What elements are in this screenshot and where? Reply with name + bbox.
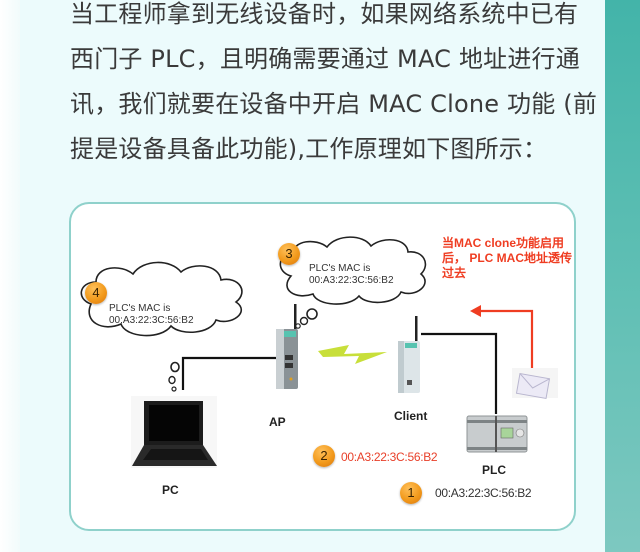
diagram-card: PLC's MAC is 00:A3:22:3C:56:B2 PLC's MAC… (69, 202, 576, 531)
step-3-line-2: 00:A3:22:3C:56:B2 (309, 275, 394, 286)
arrow-icon (470, 305, 534, 369)
left-margin (0, 0, 20, 552)
thought-bubble-icon (80, 261, 243, 392)
mac-clone-diagram (80, 236, 558, 468)
step-2-mac: 00:A3:22:3C:56:B2 (341, 450, 438, 464)
step-2-badge: 2 (313, 445, 335, 467)
paragraph-line: 讯，我们就要在设备中开启 MAC Clone 功能 (前 (70, 90, 598, 118)
paragraph-line: 西门子 PLC，且明确需要通过 MAC 地址进行通 (70, 45, 580, 73)
step-4-text: PLC's MAC is 00:A3:22:3C:56:B2 (109, 303, 194, 327)
intro-paragraph: 当工程师拿到无线设备时，如果网络系统中已有 西门子 PLC，且明确需要通过 MA… (70, 0, 598, 172)
step-4-line-1: PLC's MAC is (109, 303, 171, 314)
step-3-line-1: PLC's MAC is (309, 263, 371, 274)
cable-client-plc (421, 332, 498, 414)
client-label: Client (394, 409, 428, 423)
thought-bubble-icon (279, 236, 427, 329)
ap-label: AP (269, 415, 286, 429)
step-1-badge: 1 (400, 482, 422, 504)
plc-icon (466, 415, 528, 453)
paragraph-line: 当工程师拿到无线设备时，如果网络系统中已有 (70, 0, 579, 28)
step-4-line-2: 00:A3:22:3C:56:B2 (109, 315, 194, 326)
step-1-mac: 00:A3:22:3C:56:B2 (435, 486, 532, 500)
access-point-icon (276, 304, 298, 389)
lightning-icon (318, 345, 387, 364)
paragraph-line: 提是设备具备此功能),工作原理如下图所示： (70, 135, 548, 163)
cable-pc-ap (181, 356, 276, 390)
mac-clone-note: 当MAC clone功能启用后， PLC MAC地址透传过去 (442, 236, 572, 280)
client-device-icon (398, 316, 420, 393)
step-4-badge: 4 (85, 282, 107, 304)
laptop-icon (131, 396, 217, 468)
plc-label: PLC (482, 463, 506, 477)
step-3-text: PLC's MAC is 00:A3:22:3C:56:B2 (309, 263, 394, 287)
right-accent-strip (605, 0, 640, 552)
envelope-icon (512, 368, 558, 400)
step-3-badge: 3 (278, 243, 300, 265)
pc-label: PC (162, 483, 179, 497)
